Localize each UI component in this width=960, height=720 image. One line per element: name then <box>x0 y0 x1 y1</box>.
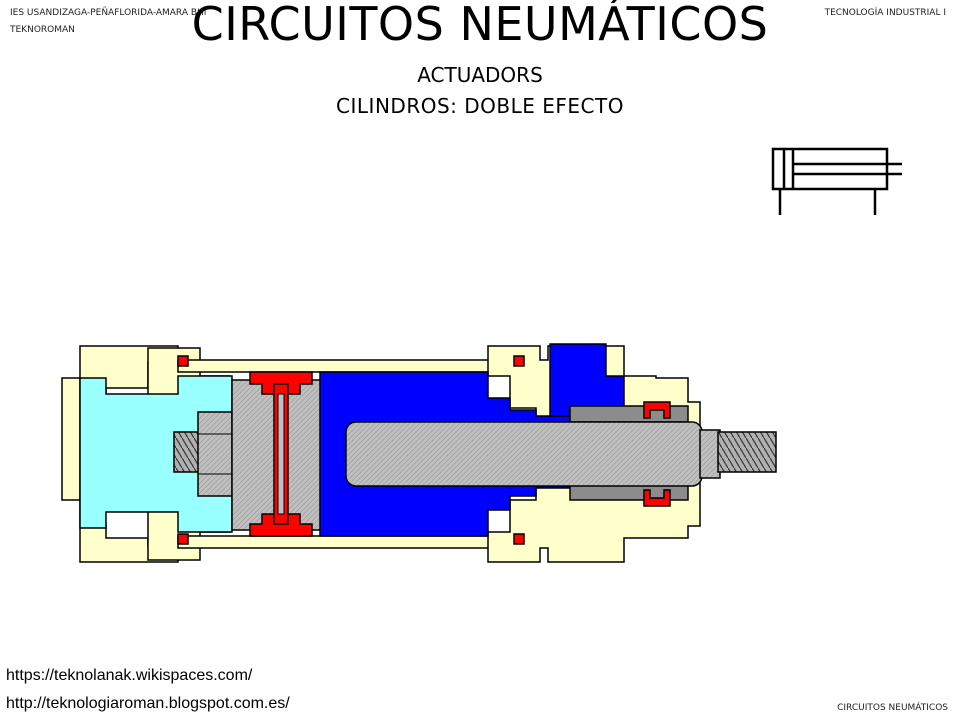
tube-wall-bottom <box>177 535 539 549</box>
tube-seal-rear-top <box>177 355 189 367</box>
tube-seal-rear-bottom <box>177 533 189 545</box>
double-acting-cylinder-symbol <box>771 147 902 215</box>
tube-seal-front-bottom <box>513 533 525 545</box>
tube-seal-front-top <box>513 355 525 367</box>
page-title: CIRCUITOS NEUMÁTICOS <box>191 0 769 51</box>
footer-label: CIRCUITOS NEUMÁTICOS <box>837 703 948 713</box>
wiki-link[interactable]: https://teknolanak.wikispaces.com/ <box>6 667 253 684</box>
piston-nut <box>197 411 233 497</box>
header-left: IES USANDIZAGA-PEÑAFLORIDA-AMARA BHI TEK… <box>10 5 206 39</box>
symbol-cylinder-body <box>771 147 889 191</box>
piston-rod <box>345 421 703 487</box>
department-name: TEKNOROMAN <box>10 25 75 35</box>
rear-threaded-stud <box>173 431 201 473</box>
topic-title: CILINDROS: DOBLE EFECTO <box>336 94 624 118</box>
rear-air-chamber <box>79 375 233 533</box>
blog-link[interactable]: http://teknologiaroman.blogspot.com.es/ <box>6 695 290 712</box>
section-title: ACTUADORS <box>417 63 543 87</box>
tube-wall-top <box>177 359 539 373</box>
cylinder-cross-section <box>61 343 777 563</box>
course-name: TECNOLOGÍA INDUSTRIAL I <box>824 8 946 18</box>
rod-threaded-end <box>717 431 777 473</box>
piston-seal-top <box>249 371 313 395</box>
piston-seal-bottom <box>249 513 313 537</box>
rod-wiper-bottom <box>643 489 671 507</box>
school-name: IES USANDIZAGA-PEÑAFLORIDA-AMARA BHI <box>10 8 207 18</box>
rod-wiper-top <box>643 401 671 419</box>
